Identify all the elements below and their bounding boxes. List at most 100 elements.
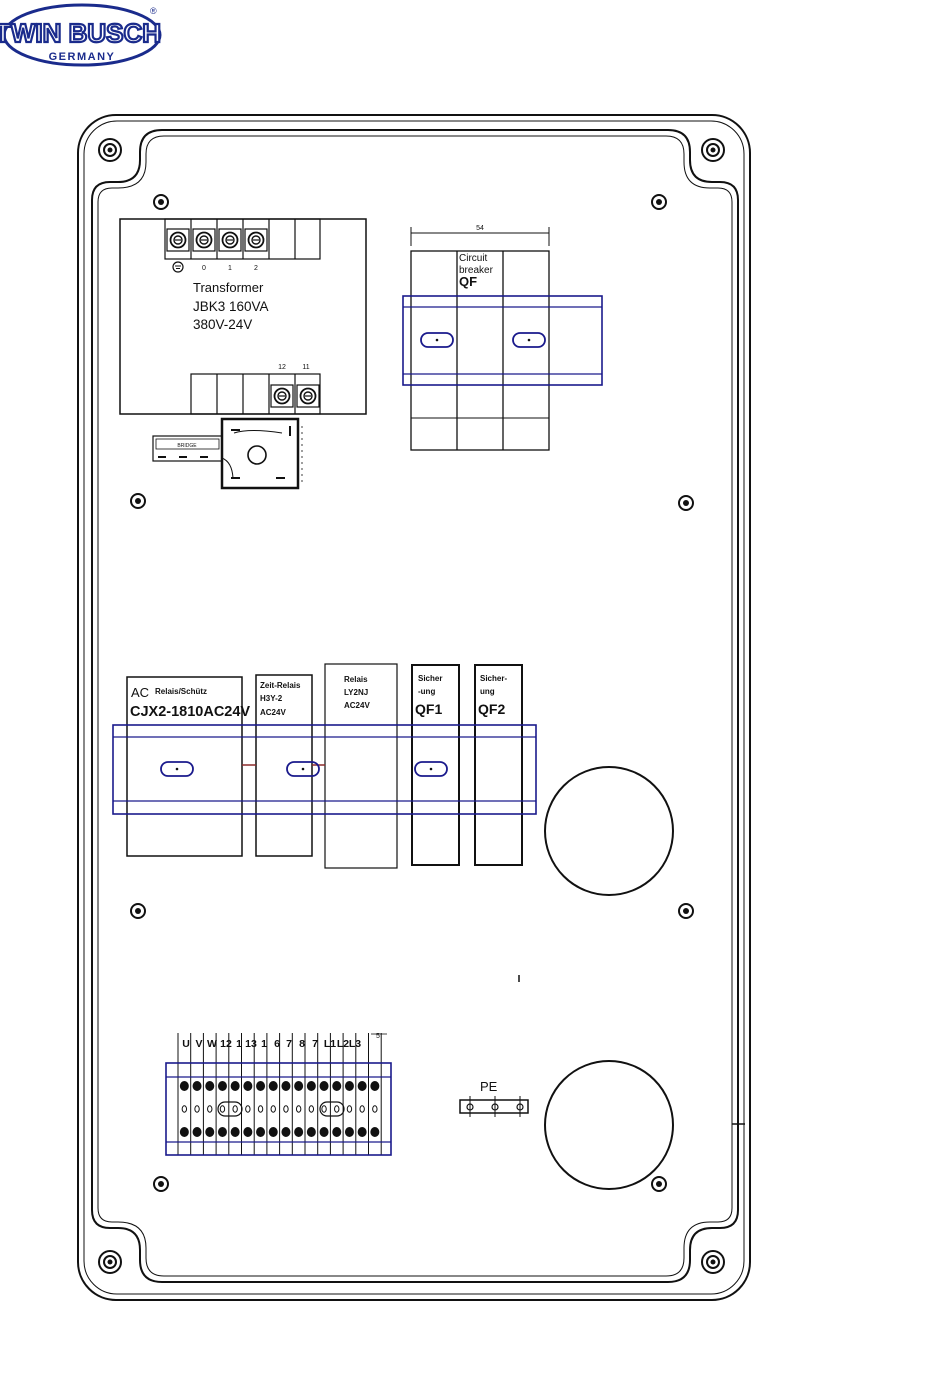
- timer-relay: Zeit-Relais H3Y-2 AC24V: [256, 675, 312, 856]
- terminal-label: 7: [312, 1038, 318, 1050]
- rail-slot: [415, 762, 447, 776]
- terminal-hole: [195, 1106, 199, 1112]
- terminal-labels: U V W 12 1 13 1 6 7 8 7 L1 L2 L3: [182, 1038, 361, 1050]
- mount-screw: [652, 1177, 666, 1191]
- terminal-screw: [320, 1081, 329, 1091]
- terminal-screw: [281, 1081, 290, 1091]
- terminal-hole: [246, 1106, 250, 1112]
- mount-screw: [131, 494, 145, 508]
- circuit-breaker-top: 54 Circuit breaker QF: [411, 225, 549, 450]
- terminal-screw: [193, 1127, 202, 1137]
- rail-slot: [513, 333, 545, 347]
- fuse2-line1: Sicher-: [480, 674, 507, 683]
- cable-gland-hole-lower: [545, 1061, 673, 1189]
- transformer-title: Transformer: [193, 280, 264, 295]
- terminal-screw: [358, 1081, 367, 1091]
- fuse-qf2: Sicher- ung QF2: [475, 665, 522, 865]
- terminal-screw: [370, 1127, 379, 1137]
- timer-relay-line3: AC24V: [260, 708, 286, 717]
- relay: Relais LY2NJ AC24V: [325, 664, 397, 868]
- rail-slot: [320, 1102, 344, 1116]
- terminal-screw: [271, 385, 293, 407]
- terminal-hole: [360, 1106, 364, 1112]
- terminal-hole: [233, 1106, 237, 1112]
- terminal-screw: [256, 1127, 265, 1137]
- terminal-label: V: [195, 1038, 202, 1050]
- contactor-label: Relais/Schütz: [155, 687, 207, 696]
- terminal-hole: [284, 1106, 288, 1112]
- mount-screw: [679, 496, 693, 510]
- terminal-screw: [332, 1127, 341, 1137]
- fuse2-code: QF2: [478, 701, 505, 717]
- terminal-label: L3: [349, 1038, 361, 1050]
- terminal-screw: [332, 1081, 341, 1091]
- terminal-hole: [347, 1106, 351, 1112]
- fuse1-line2: -ung: [418, 687, 435, 696]
- terminal-screw: [180, 1127, 189, 1137]
- transformer-terminal-label: 2: [254, 265, 258, 272]
- fuse1-code: QF1: [415, 701, 442, 717]
- relay-line1: Relais: [344, 675, 368, 684]
- corner-screw-bottom-right: [702, 1251, 724, 1273]
- terminal-hole: [335, 1106, 339, 1112]
- terminal-screw: [345, 1081, 354, 1091]
- terminal-strips: [178, 1033, 381, 1155]
- terminal-label: U: [182, 1038, 190, 1050]
- mount-screw: [679, 904, 693, 918]
- rail-slot: [161, 762, 193, 776]
- transformer-terminal-label: 11: [302, 364, 309, 371]
- fuse1-line1: Sicher: [418, 674, 442, 683]
- rail-slot: [287, 762, 319, 776]
- rail-slot: [421, 333, 453, 347]
- terminal-dimension: 5: [376, 1033, 380, 1040]
- terminal-block: U V W 12 1 13 1 6 7 8 7 L1 L2 L3 5: [166, 1033, 391, 1155]
- terminal-screw: [358, 1127, 367, 1137]
- transformer-terminal-label: 12: [278, 364, 286, 371]
- breaker-dimension: 54: [476, 225, 484, 232]
- contactor: AC Relais/Schütz CJX2-1810AC24V: [127, 677, 250, 856]
- terminal-label: 7: [286, 1038, 292, 1050]
- terminal-label: 8: [299, 1038, 305, 1050]
- mount-screw: [131, 904, 145, 918]
- terminal-hole: [208, 1106, 212, 1112]
- terminal-screw: [269, 1081, 278, 1091]
- small-module-label: BRIDGE: [177, 443, 197, 449]
- terminal-hole: [309, 1106, 313, 1112]
- terminal-screw: [307, 1081, 316, 1091]
- pe-bar: PE: [460, 1079, 528, 1117]
- pe-label: PE: [480, 1079, 498, 1094]
- terminal-screw: [180, 1081, 189, 1091]
- terminal-screw: [245, 229, 267, 251]
- timer-relay-line2: H3Y-2: [260, 694, 283, 703]
- breaker-line1: Circuit: [459, 253, 488, 264]
- terminal-screw: [218, 1081, 227, 1091]
- terminal-hole: [258, 1106, 262, 1112]
- transformer-terminal-label: 0: [202, 265, 206, 272]
- transformer-terminal-label: 1: [228, 265, 232, 272]
- transformer: 0 1 2 Transformer JBK3 160VA 380V-24V 12…: [120, 219, 366, 414]
- fuse2-line2: ung: [480, 687, 495, 696]
- terminal-hole: [220, 1106, 224, 1112]
- rail-slot: [218, 1102, 242, 1116]
- fuse-qf1: Sicher -ung QF1: [412, 665, 459, 865]
- mount-screw: [652, 195, 666, 209]
- relay-line2: LY2NJ: [344, 688, 368, 697]
- small-module: BRIDGE: [153, 436, 222, 461]
- corner-screw-top-left: [99, 139, 121, 161]
- terminal-label: 13: [245, 1038, 257, 1050]
- terminal-screw: [231, 1127, 240, 1137]
- terminal-hole: [296, 1106, 300, 1112]
- terminal-screw: [370, 1081, 379, 1091]
- mount-screw: [154, 1177, 168, 1191]
- terminal-screw: [281, 1127, 290, 1137]
- mount-screw: [154, 195, 168, 209]
- terminal-screw: [219, 229, 241, 251]
- terminal-screw: [297, 385, 319, 407]
- terminal-screw: [205, 1081, 214, 1091]
- timer-relay-line1: Zeit-Relais: [260, 681, 301, 690]
- terminal-label: 1: [261, 1038, 267, 1050]
- terminal-screw: [307, 1127, 316, 1137]
- corner-screw-bottom-left: [99, 1251, 121, 1273]
- bridge-rectifier: [222, 419, 302, 488]
